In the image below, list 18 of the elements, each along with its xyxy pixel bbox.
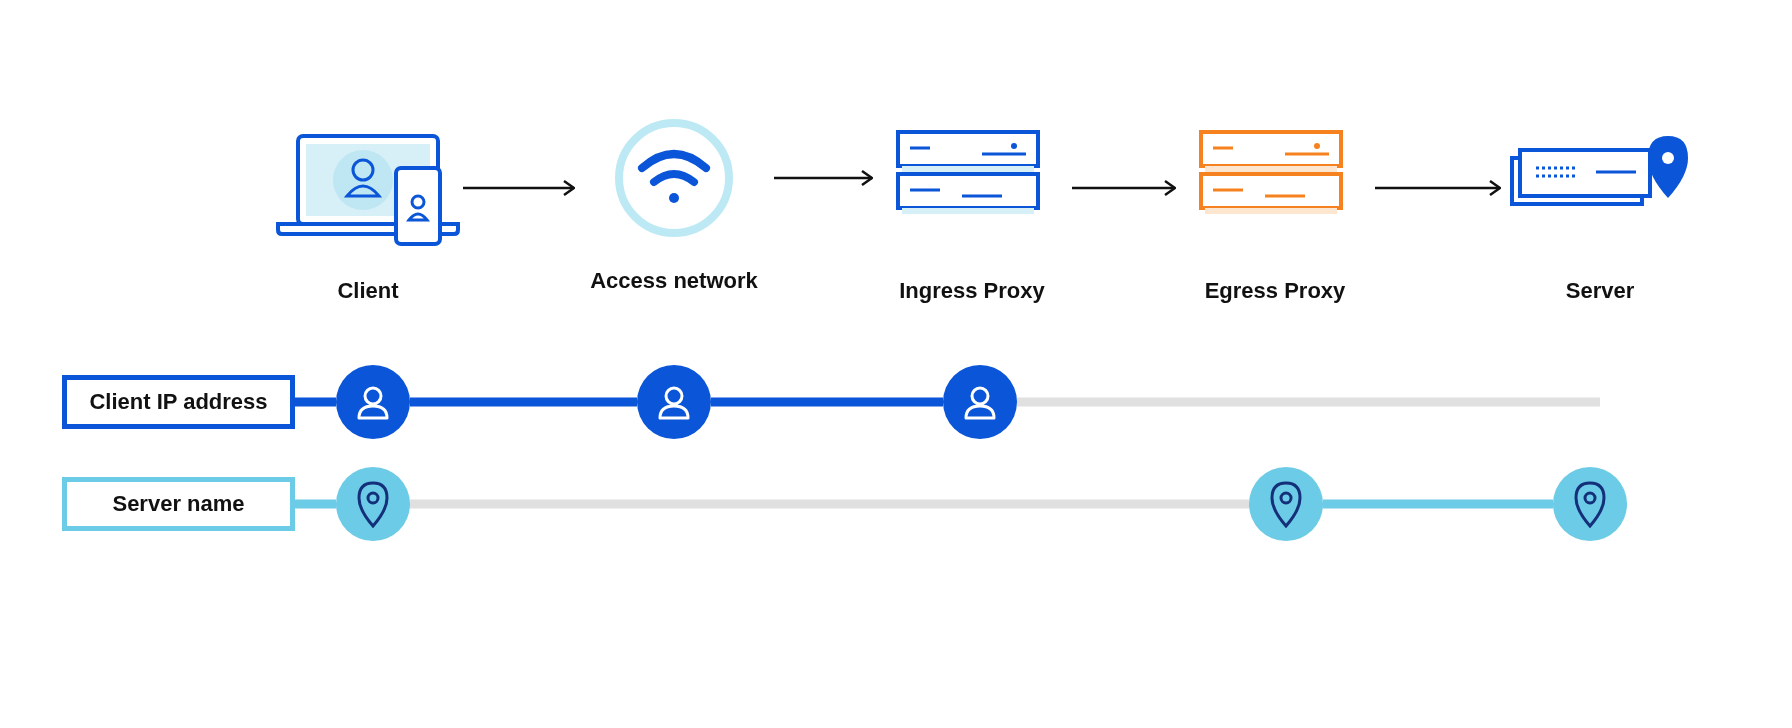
connector-line bbox=[410, 397, 637, 407]
connector-line bbox=[295, 397, 336, 407]
label-box: Server name bbox=[62, 477, 295, 531]
node-label: Server bbox=[1564, 278, 1636, 304]
arrow bbox=[1375, 179, 1502, 197]
connector-line bbox=[1323, 499, 1553, 509]
connector-line bbox=[295, 499, 336, 509]
arrow bbox=[774, 169, 874, 187]
connector-line bbox=[711, 397, 943, 407]
arrow bbox=[463, 179, 576, 197]
node-label: Egress Proxy bbox=[1203, 278, 1347, 304]
node-label: Access network bbox=[589, 268, 759, 294]
connector-line bbox=[1017, 397, 1600, 407]
arrow bbox=[1072, 179, 1177, 197]
label-box: Client IP address bbox=[62, 375, 295, 429]
node-label: Client bbox=[336, 278, 400, 304]
connector-line bbox=[410, 499, 1249, 509]
node-label: Ingress Proxy bbox=[898, 278, 1046, 304]
